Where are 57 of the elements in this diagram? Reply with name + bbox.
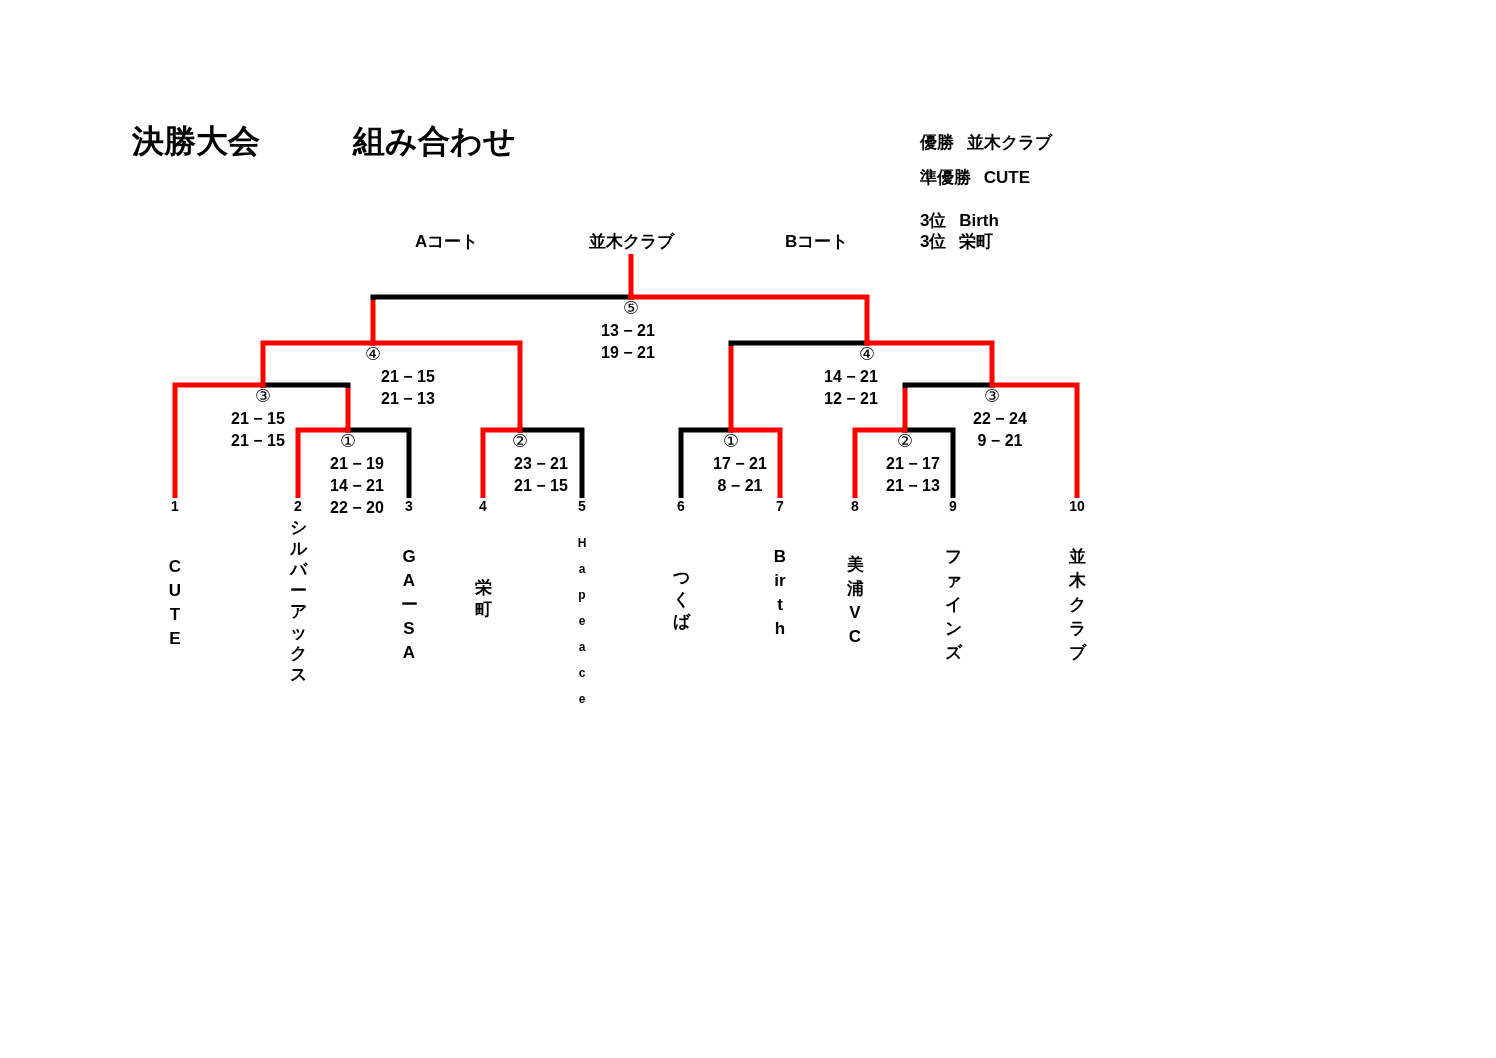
score: 22 − 24 (973, 408, 1027, 429)
placing-label: 3位 Birth (920, 211, 999, 232)
team-name: 栄町 (474, 577, 492, 621)
score: 21 − 15 (514, 475, 568, 496)
team-name: シルバーアックス (289, 517, 307, 685)
score: 21 − 19 (330, 453, 384, 474)
match-number: ③ (254, 385, 272, 405)
team-name: CUTE (168, 556, 182, 650)
score: 9 − 21 (977, 430, 1023, 451)
score: 8 − 21 (717, 475, 763, 496)
score: 17 − 21 (713, 453, 767, 474)
match-number: ① (722, 430, 740, 450)
team-name: 美浦VC (846, 554, 864, 648)
title: 決勝大会 組み合わせ (132, 122, 516, 161)
score: 22 − 20 (330, 497, 384, 518)
court-label: Aコート (415, 232, 479, 253)
placing-label: 準優勝 CUTE (920, 168, 1030, 189)
score: 23 − 21 (514, 453, 568, 474)
team-number: 3 (405, 498, 413, 514)
team-name: Birth (773, 546, 787, 640)
team-number: 9 (949, 498, 957, 514)
score: 19 − 21 (601, 342, 655, 363)
match-number: ⑤ (622, 297, 640, 317)
team-number: 2 (294, 498, 302, 514)
match-number: ④ (364, 343, 382, 363)
match-number: ③ (983, 385, 1001, 405)
score: 21 − 15 (231, 408, 285, 429)
team-name: つくば (672, 567, 690, 633)
score: 12 − 21 (824, 388, 878, 409)
team-name: ファインズ (944, 546, 962, 664)
placing-label: 3位 栄町 (920, 232, 994, 253)
match-number: ① (339, 430, 357, 450)
team-number: 6 (677, 498, 685, 514)
court-label: Bコート (785, 232, 849, 253)
team-name: Hapeace (577, 535, 587, 708)
score: 21 − 15 (231, 430, 285, 451)
champion-name: 並木クラブ (588, 232, 674, 252)
bracket-line (628, 254, 634, 300)
score: 21 − 13 (886, 475, 940, 496)
score: 13 − 21 (601, 320, 655, 341)
match-number: ② (511, 430, 529, 450)
team-name: GAーSA (400, 546, 418, 664)
team-number: 5 (578, 498, 586, 514)
score: 14 − 21 (330, 475, 384, 496)
team-name: 並木クラブ (1068, 546, 1086, 664)
placing-label: 優勝 並木クラブ (920, 133, 1052, 154)
score: 14 − 21 (824, 366, 878, 387)
team-number: 1 (171, 498, 179, 514)
score: 21 − 13 (381, 388, 435, 409)
score: 21 − 15 (381, 366, 435, 387)
team-number: 8 (851, 498, 859, 514)
team-number: 7 (776, 498, 784, 514)
team-number: 4 (479, 498, 487, 514)
match-number: ④ (858, 343, 876, 363)
score: 21 − 17 (886, 453, 940, 474)
team-number: 10 (1069, 498, 1085, 514)
match-number: ② (896, 430, 914, 450)
